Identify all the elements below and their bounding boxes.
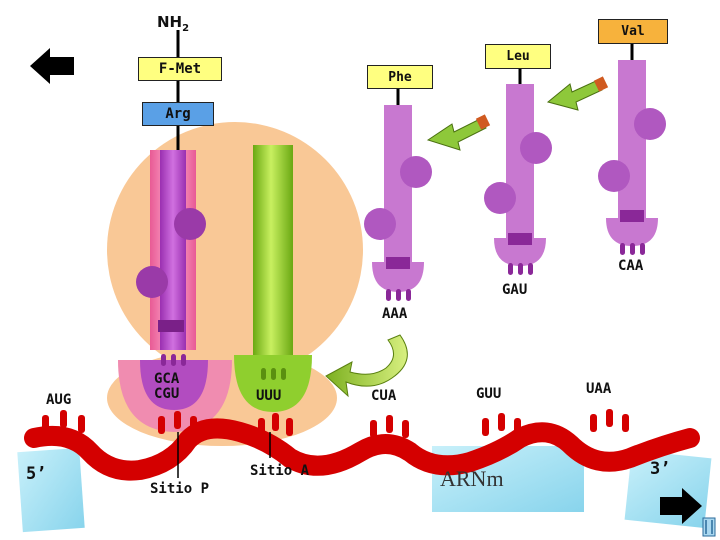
- anticodon-prongs: [161, 243, 645, 366]
- three-prime-label: 3’: [650, 459, 671, 479]
- leu-box: Leu: [485, 44, 551, 69]
- trna-p-site: [118, 150, 232, 432]
- arrow-right-icon: [660, 488, 702, 524]
- trna-leu-free: [484, 68, 552, 266]
- logo-mark: [702, 517, 716, 537]
- codon-cgu: CGU: [154, 386, 180, 402]
- codon-aug: AUG: [46, 392, 72, 408]
- val-box: Val: [598, 19, 668, 44]
- a-site-prongs: [261, 368, 286, 380]
- pencil-arrow-icon: [546, 76, 609, 111]
- fmet-box: F-Met: [138, 57, 222, 81]
- mrna-codon-prongs: [42, 409, 629, 438]
- phe-box: Phe: [367, 65, 433, 89]
- anticodon-gca: GCA: [154, 371, 180, 387]
- five-prime-label: 5’: [26, 464, 47, 484]
- nh2-label: NH2: [157, 13, 190, 34]
- anticodon-aaa: AAA: [382, 306, 408, 322]
- arg-box: Arg: [142, 102, 214, 126]
- sitio-a-label: Sitio A: [250, 463, 310, 479]
- five-prime-water-patch: [17, 447, 85, 533]
- codon-cua: CUA: [371, 388, 397, 404]
- trna-val-free: [598, 43, 666, 246]
- trna-phe-free: [364, 88, 432, 292]
- trna-a-site: [234, 145, 312, 412]
- ribosome-large-subunit: [107, 122, 363, 378]
- curved-arrow-icon: [325, 334, 408, 398]
- arrow-left-icon: [30, 48, 74, 84]
- codon-uaa: UAA: [586, 381, 612, 397]
- anticodon-caa: CAA: [618, 258, 644, 274]
- codon-guu: GUU: [476, 386, 502, 402]
- anticodon-gau: GAU: [502, 282, 528, 298]
- sitio-p-label: Sitio P: [150, 481, 210, 497]
- mrna-label: ARNm: [440, 466, 504, 491]
- codon-uuu: UUU: [256, 388, 282, 404]
- pencil-arrow-icon: [426, 114, 491, 151]
- mrna-strand: [24, 418, 700, 481]
